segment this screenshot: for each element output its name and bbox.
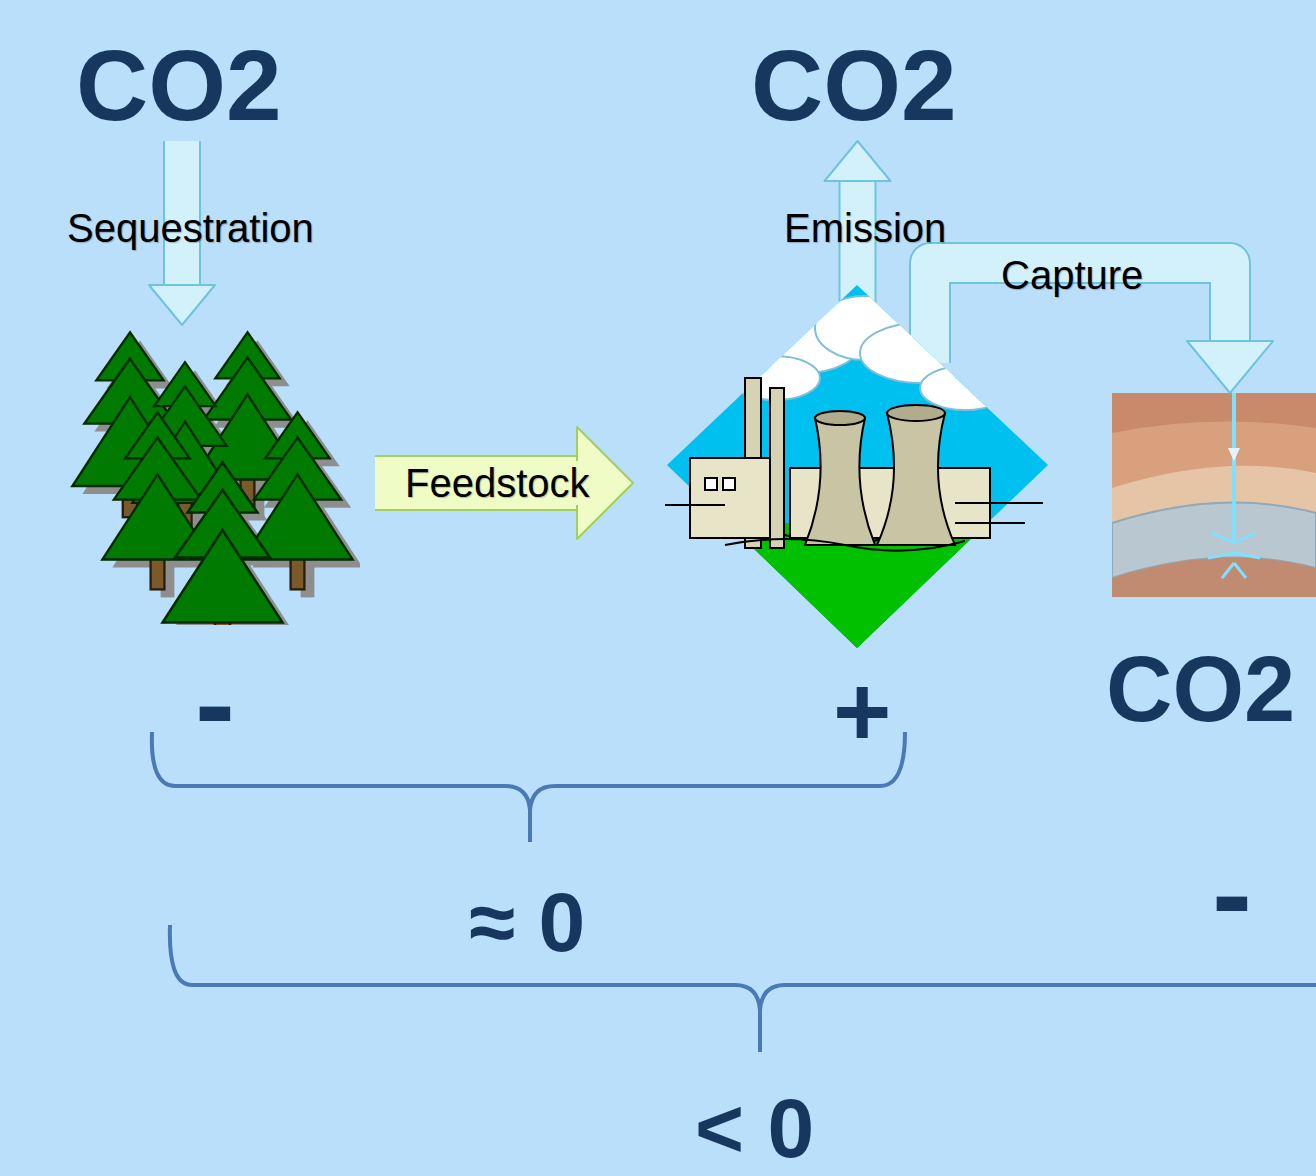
arrow-head [149, 285, 215, 325]
sum-label: ≈ 0 [469, 880, 585, 964]
sign-symbol: - [1212, 833, 1252, 953]
co2-label: CO2 [76, 35, 282, 135]
power-plant [665, 283, 1050, 653]
co2-label-node: CO2 [70, 35, 288, 139]
sum-label: < 0 [695, 1086, 814, 1170]
co2-label: CO2 [1106, 643, 1295, 735]
arrow-label: Capture [999, 253, 1145, 297]
arrow-head [1187, 341, 1273, 393]
arrow-label: Emission [782, 206, 948, 250]
co2-label-node: CO2 [745, 35, 963, 139]
geological-storage [1112, 393, 1316, 597]
bracket [170, 925, 1316, 1052]
sign-symbol: - [195, 643, 235, 763]
arrow-head [825, 141, 891, 181]
storage-node: CO2 - [1100, 393, 1316, 973]
block-arrow [375, 427, 633, 539]
co2-label: CO2 [751, 35, 957, 135]
forest-node: - [50, 325, 360, 765]
sign-symbol: + [833, 661, 891, 761]
pine-trees [50, 325, 360, 625]
arrow-label: Sequestration [65, 206, 316, 250]
power-plant-node: + [665, 283, 1050, 753]
arrow-label: Feedstock [403, 461, 592, 505]
bracket [152, 732, 905, 842]
